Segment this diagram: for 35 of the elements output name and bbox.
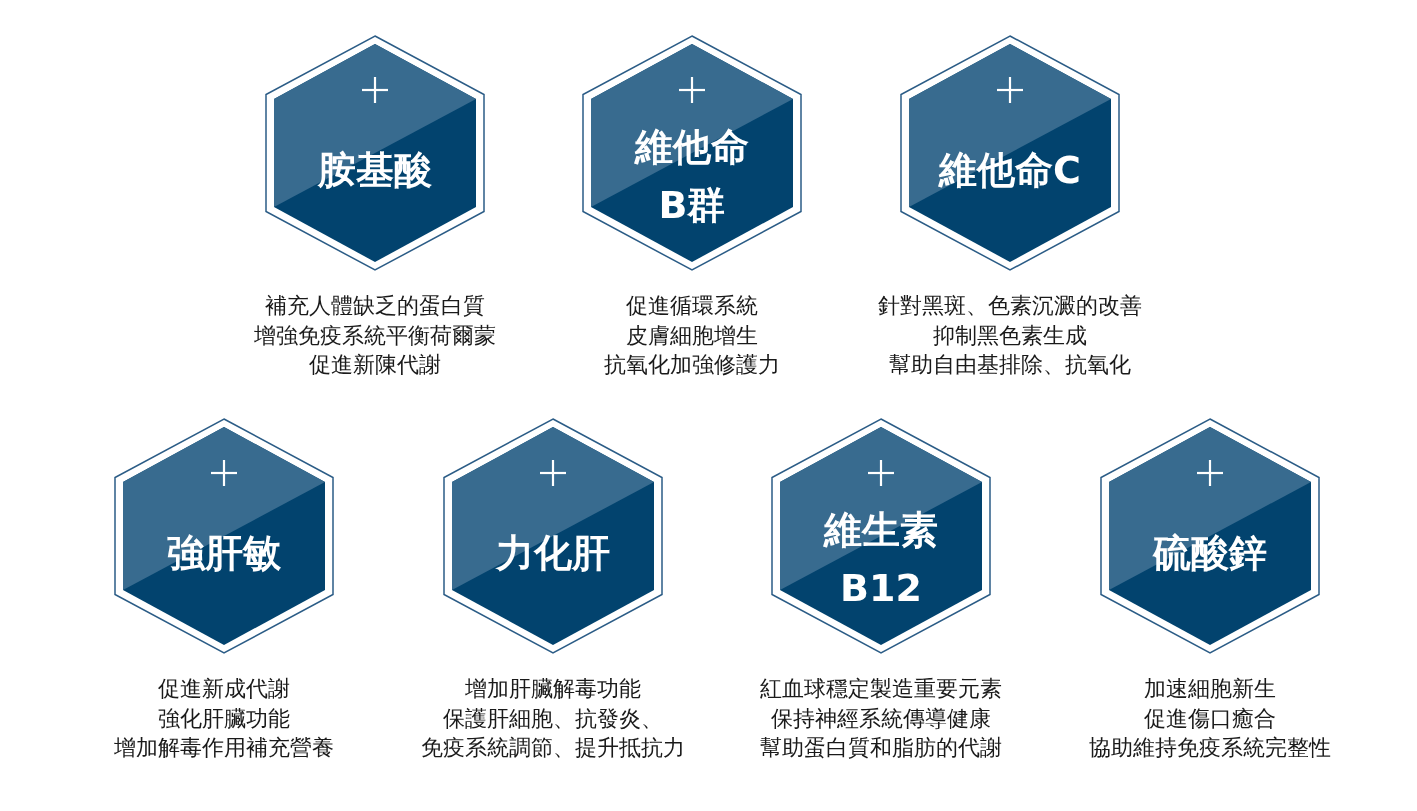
description-text: 增加肝臟解毒功能 [465, 675, 641, 703]
hexagon-title: 強肝敏 [167, 530, 281, 577]
hexagon-title: 胺基酸 [318, 147, 432, 194]
hexagon-badge [582, 35, 802, 271]
hexagon-title: 力化肝 [496, 530, 610, 577]
description-text: 增強免疫系統平衡荷爾蒙 [254, 321, 496, 350]
description-text: 幫助自由基排除、抗氧化 [889, 351, 1131, 379]
description-text: 皮膚細胞增生 [626, 321, 758, 350]
description-text: 促進新成代謝 [158, 675, 290, 703]
description-text: 強化肝臟功能 [158, 704, 290, 733]
hexagon-badge [771, 418, 991, 654]
description-text: 針對黑斑、色素沉澱的改善 [878, 292, 1142, 320]
hexagon-title: 硫酸鋅 [1153, 530, 1267, 577]
hexagon-title: 維生素B12 [822, 507, 939, 612]
hexagon-title: 維他命C [939, 147, 1081, 194]
description-text: 促進傷口癒合 [1144, 704, 1276, 733]
description-text: 幫助蛋白質和脂肪的代謝 [760, 734, 1002, 762]
description-text: 保持神經系統傳導健康 [771, 704, 991, 733]
hexagon-badge [265, 35, 485, 271]
description-text: 加速細胞新生 [1144, 675, 1276, 703]
description-text: 保護肝細胞、抗發炎、 [443, 704, 663, 733]
description-text: 促進新陳代謝 [309, 351, 441, 379]
description-text: 補充人體缺乏的蛋白質 [265, 292, 485, 320]
description-text: 抗氧化加強修護力 [604, 351, 780, 379]
hexagon-badge [114, 418, 334, 654]
description-text: 免疫系統調節、提升抵抗力 [421, 734, 685, 762]
description-text: 協助維持免疫系統完整性 [1089, 734, 1331, 762]
hexagon-badge [443, 418, 663, 654]
description-text: 紅血球穩定製造重要元素 [760, 675, 1002, 703]
description-text: 抑制黑色素生成 [933, 321, 1087, 350]
description-text: 促進循環系統 [626, 292, 758, 320]
hexagon-title: 維他命B群 [633, 124, 750, 229]
description-text: 增加解毒作用補充營養 [114, 734, 334, 762]
hexagon-badge [1100, 418, 1320, 654]
hexagon-badge [900, 35, 1120, 271]
